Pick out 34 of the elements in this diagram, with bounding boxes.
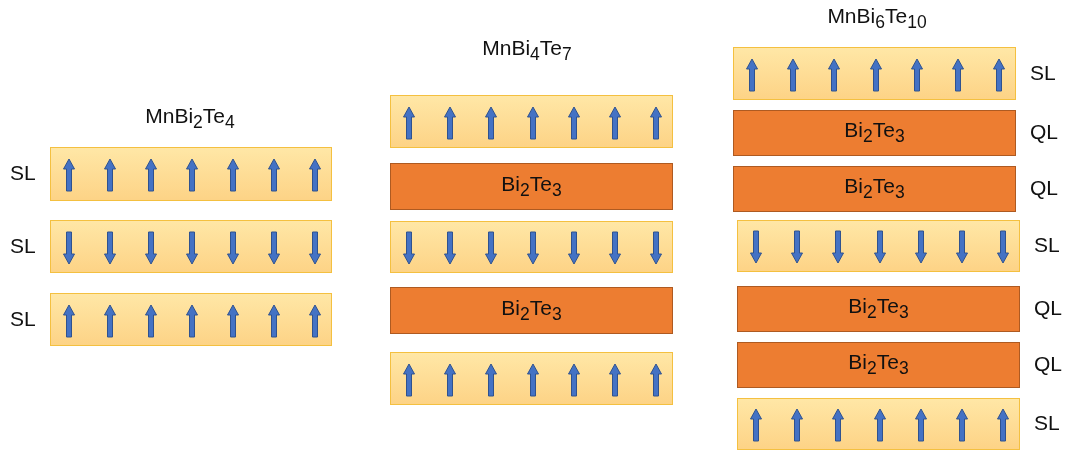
- layer-type-label: QL: [1034, 352, 1062, 376]
- compound-title: MnBi$_{2}$Te$_{4}$: [145, 104, 235, 134]
- layer-formula: Bi$_{2}$Te$_{3}$: [848, 294, 909, 324]
- layer-type-label: SL: [1034, 411, 1060, 435]
- layer-box: [737, 342, 1020, 388]
- layer-box: [390, 221, 673, 273]
- layer-box: [737, 398, 1020, 450]
- layer-box: [390, 352, 673, 405]
- compound-title: MnBi$_{4}$Te$_{7}$: [482, 36, 572, 66]
- layer-box: [737, 220, 1020, 272]
- layer-box: [737, 286, 1020, 332]
- layer-formula: Bi$_{2}$Te$_{3}$: [848, 350, 909, 380]
- layer-box: [50, 293, 332, 346]
- layer-box: [733, 110, 1016, 156]
- layer-formula: Bi$_{2}$Te$_{3}$: [501, 171, 562, 202]
- layer-formula: Bi$_{2}$Te$_{3}$: [844, 118, 905, 148]
- layer-type-label: QL: [1034, 296, 1062, 320]
- layer-box: [50, 220, 332, 273]
- layer-formula: Bi$_{2}$Te$_{3}$: [501, 295, 562, 326]
- layer-formula: Bi$_{2}$Te$_{3}$: [844, 174, 905, 204]
- layer-type-label: SL: [10, 233, 36, 258]
- layer-box: [390, 287, 673, 334]
- layer-type-label: SL: [1030, 60, 1056, 85]
- layer-box: [390, 95, 673, 148]
- layer-type-label: SL: [10, 161, 36, 185]
- layer-type-label: SL: [10, 306, 36, 331]
- layer-box: [390, 163, 673, 210]
- layer-type-label: QL: [1030, 176, 1058, 200]
- layer-type-label: SL: [1034, 233, 1060, 257]
- layer-type-label: QL: [1030, 120, 1058, 144]
- layer-box: [733, 166, 1016, 212]
- layer-box: [50, 147, 332, 201]
- layer-box: [733, 47, 1016, 100]
- compound-title: MnBi$_{6}$Te$_{10}$: [827, 4, 927, 34]
